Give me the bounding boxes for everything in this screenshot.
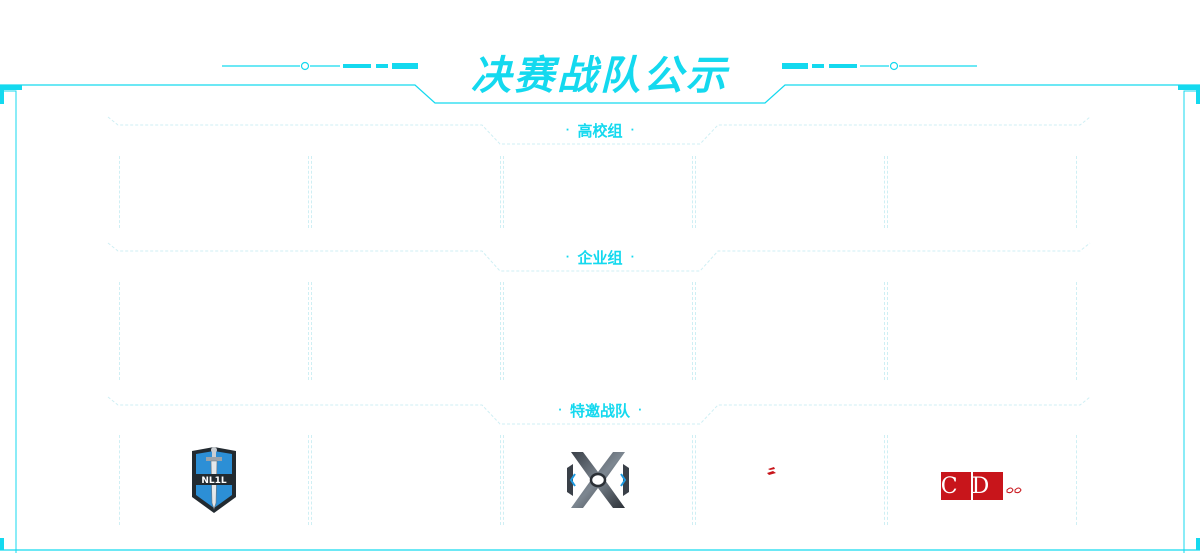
title-dot-right: · [638, 404, 642, 416]
page-title: 决赛战队公示 [471, 53, 729, 99]
section-title-invited: · 特邀战队 · [480, 398, 720, 422]
team-slot[interactable]: NL1L [119, 435, 309, 525]
team-slot [887, 156, 1077, 228]
section-title-text: 特邀战队 [569, 401, 630, 420]
team-slot [887, 282, 1077, 380]
team-slot[interactable] [503, 435, 693, 525]
logo-text: CD [941, 474, 1003, 499]
cd-red-block-logo: CD [941, 472, 1022, 500]
section-title-text: 高校组 [577, 121, 623, 140]
title-dot-left: · [565, 251, 570, 263]
title-dot-left: · [558, 404, 562, 416]
section-title-college: · 高校组 · [480, 118, 720, 142]
team-slot [119, 156, 309, 228]
logo-text: NL1L [201, 476, 227, 486]
x-emblem-logo [567, 452, 629, 508]
team-slot[interactable] [695, 435, 885, 525]
team-slot [119, 282, 309, 380]
team-slot [695, 156, 885, 228]
nl-shield-dagger-logo: NL1L [192, 447, 236, 513]
team-slot [311, 156, 501, 228]
title-dot-right: · [630, 124, 635, 136]
team-slot [695, 282, 885, 380]
team-slot [311, 435, 501, 525]
team-slot [311, 282, 501, 380]
team-slot [503, 156, 693, 228]
title-dot-left: · [565, 124, 570, 136]
team-slot[interactable]: CD [887, 435, 1077, 525]
title-dot-right: · [630, 251, 635, 263]
section-title-enterprise: · 企业组 · [480, 245, 720, 269]
team-slot [503, 282, 693, 380]
section-title-text: 企业组 [577, 248, 623, 267]
red-mark-logo [767, 467, 776, 475]
